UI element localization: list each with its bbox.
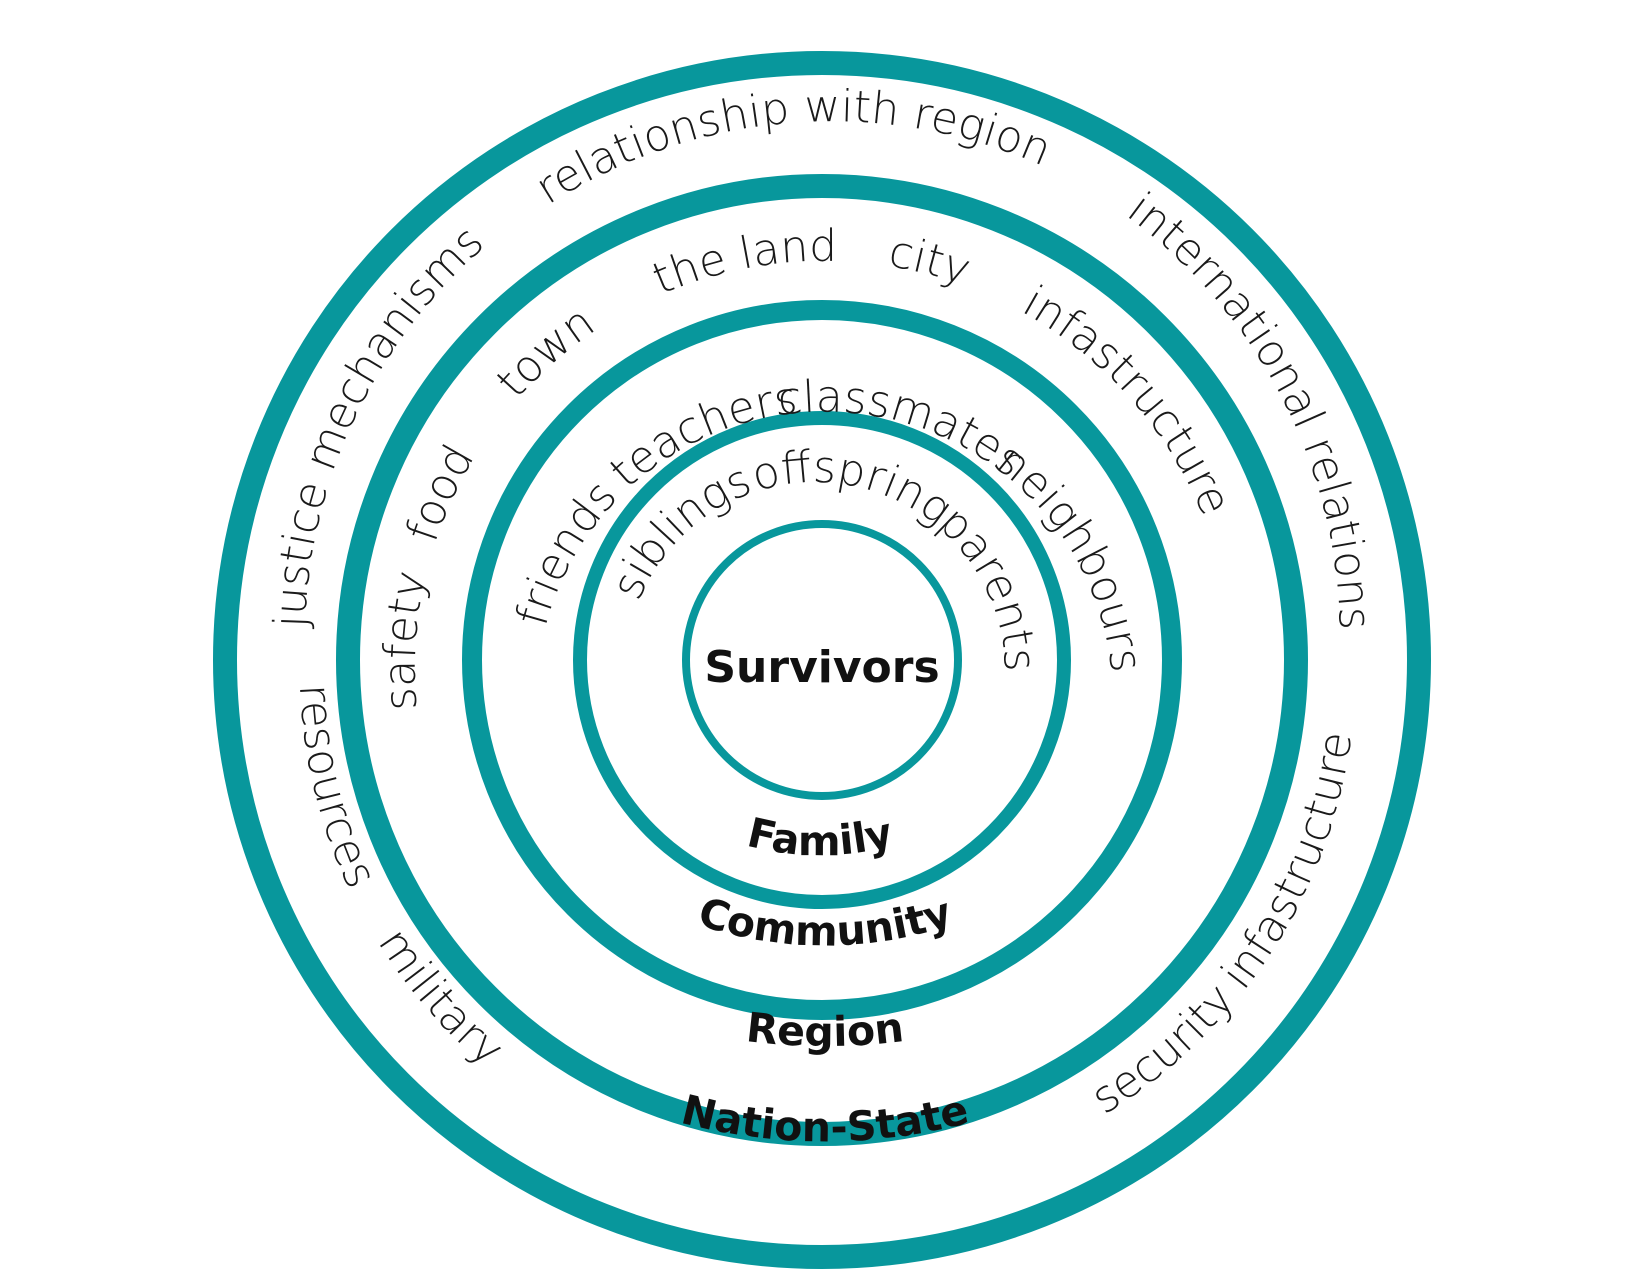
community-ring: [462, 300, 1182, 1020]
nation-state-ring: [213, 51, 1431, 1269]
family-words-2: offspring: [747, 442, 962, 536]
word-city: city: [885, 226, 977, 296]
word-food: food: [397, 436, 485, 548]
region-words-4: the land: [645, 221, 837, 305]
nation-state-label: Nation-State: [677, 1085, 973, 1151]
nation-state-label-text: Nation-State: [677, 1085, 973, 1151]
word-safety: safety: [375, 567, 437, 713]
survivors-label: Survivors: [704, 642, 939, 693]
word-the-land: the land: [645, 221, 837, 305]
family-ring: [573, 411, 1071, 909]
family-label: Family: [743, 808, 897, 865]
region-label: Region: [744, 1003, 906, 1056]
region-label-text: Region: [744, 1003, 906, 1056]
region-words-5: city: [885, 226, 977, 296]
region-words-1: safety: [375, 567, 437, 713]
word-offspring: offspring: [747, 442, 962, 536]
region-ring: [336, 174, 1308, 1146]
family-label-text: Family: [743, 808, 897, 865]
region-words-2: food: [397, 436, 485, 548]
survivors-ring: [682, 520, 962, 800]
